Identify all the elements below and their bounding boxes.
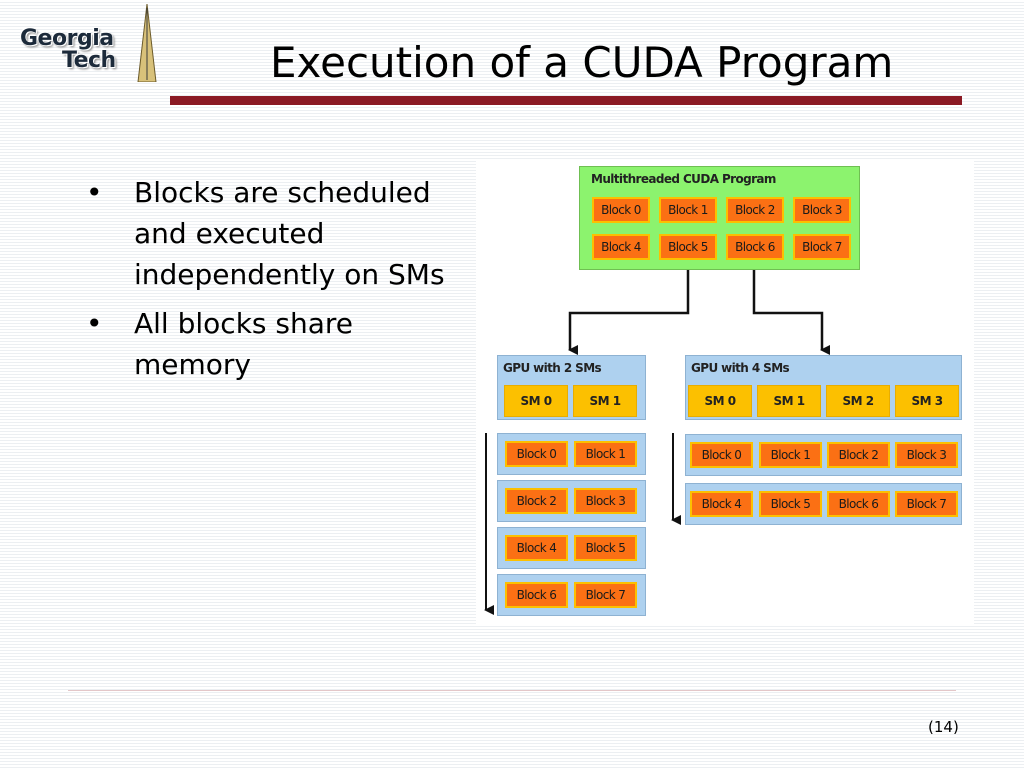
bullet-icon: • [86,307,103,340]
program-block: Block 0 [592,197,650,223]
gpu4-block: Block 5 [759,491,822,517]
gpu4-block: Block 1 [759,442,822,468]
bullet-list: • Blocks are scheduled and executed indep… [84,172,464,393]
arrow-to-gpu-4sm [752,270,830,355]
program-block: Block 6 [726,234,784,260]
gpu2-block: Block 7 [574,582,637,608]
gpu2-block: Block 4 [505,535,568,561]
title-underline [170,96,962,105]
slide-title: Execution of a CUDA Program [270,38,894,87]
gpu4-block: Block 3 [895,442,958,468]
sm-box: SM 3 [895,385,959,417]
program-block: Block 1 [659,197,717,223]
tech-tower-icon [137,4,157,82]
page-number: (14) [928,718,959,736]
program-block: Block 3 [793,197,851,223]
sm-box: SM 1 [757,385,821,417]
bullet-text: All blocks share memory [134,307,354,381]
gpu2-block: Block 5 [574,535,637,561]
gpu2-block: Block 3 [574,488,637,514]
bullet-item: • All blocks share memory [84,303,464,385]
gpu4-block: Block 4 [690,491,753,517]
bullet-text: Blocks are scheduled and executed indepe… [134,176,445,291]
gpu-2sm-label: GPU with 2 SMs [503,361,602,375]
bullet-icon: • [86,176,103,209]
footer-divider [68,690,956,691]
sm-box: SM 0 [688,385,752,417]
sm-box: SM 1 [573,385,637,417]
gpu-4sm-label: GPU with 4 SMs [691,361,790,375]
gpu2-block: Block 2 [505,488,568,514]
cuda-program-label: Multithreaded CUDA Program [591,172,776,186]
gpu4-block: Block 6 [827,491,890,517]
sm-box: SM 2 [826,385,890,417]
gpu2-block: Block 1 [574,441,637,467]
program-block: Block 4 [592,234,650,260]
logo-text-tech: Tech [62,48,116,73]
bullet-item: • Blocks are scheduled and executed indep… [84,172,464,295]
gpu4-block: Block 7 [895,491,958,517]
logo-text-georgia: Georgia [20,26,114,51]
program-block: Block 7 [793,234,851,260]
arrow-to-gpu-2sm [568,270,690,355]
program-block: Block 2 [726,197,784,223]
gpu4-block: Block 2 [827,442,890,468]
gpu2-block: Block 0 [505,441,568,467]
sm-box: SM 0 [504,385,568,417]
program-block: Block 5 [659,234,717,260]
georgia-tech-logo: Georgia Tech [14,4,157,82]
gpu2-block: Block 6 [505,582,568,608]
gpu4-block: Block 0 [690,442,753,468]
